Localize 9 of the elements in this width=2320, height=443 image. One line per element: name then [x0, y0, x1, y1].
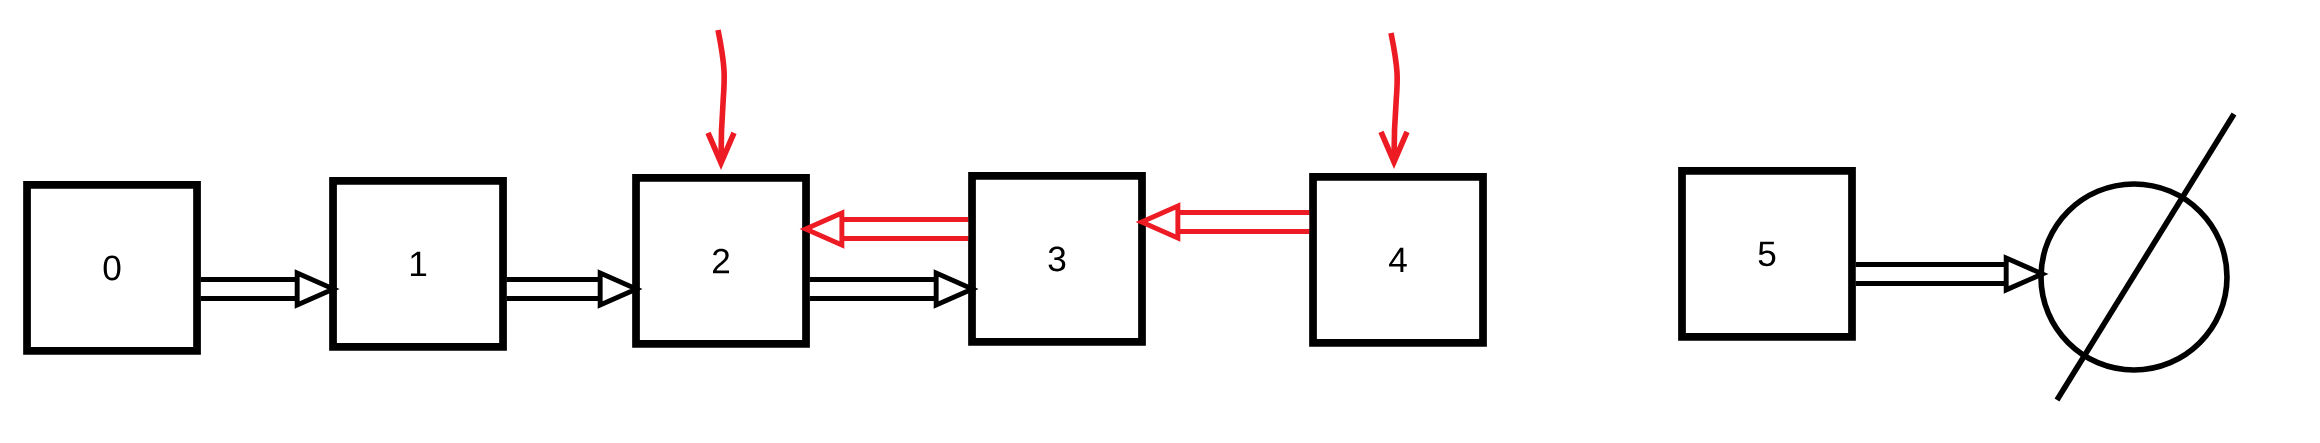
arrow	[1378, 32, 1410, 169]
number-box: 2	[632, 174, 810, 348]
arrow	[705, 29, 737, 170]
number-box: 0	[23, 181, 201, 355]
number-box: 3	[968, 172, 1146, 346]
number-box: 1	[329, 177, 507, 351]
number-box: 4	[1309, 173, 1487, 347]
number-box: 5	[1678, 167, 1856, 341]
empty-set-symbol	[2038, 112, 2237, 402]
